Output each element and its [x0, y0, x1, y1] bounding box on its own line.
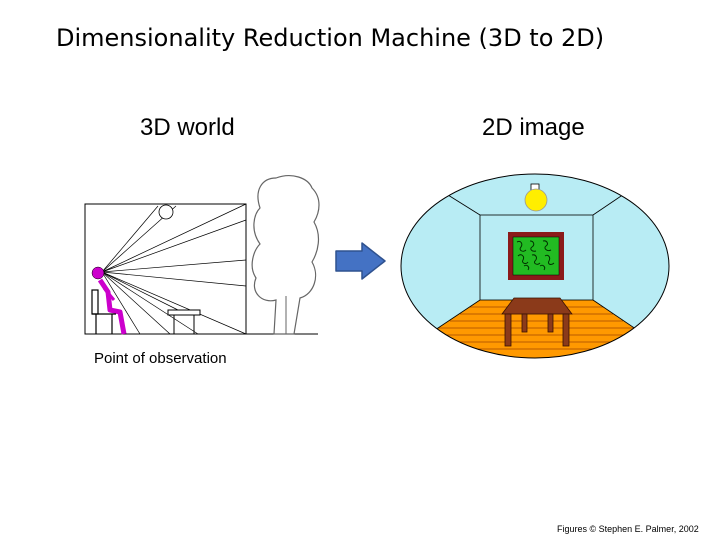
image-scene [400, 173, 670, 359]
sight-lines [101, 203, 247, 335]
observation-label: Point of observation [94, 350, 227, 367]
lamp-icon [524, 188, 548, 212]
transform-arrow [335, 242, 386, 280]
picture-pattern [516, 240, 555, 271]
observer-figure [91, 266, 127, 335]
slide-title: Dimensionality Reduction Machine (3D to … [56, 24, 605, 52]
world-lamp [158, 204, 174, 220]
image-table [501, 297, 573, 347]
label-2d-image: 2D image [482, 114, 585, 141]
tree-icon [251, 175, 320, 335]
figure-credit: Figures © Stephen E. Palmer, 2002 [557, 524, 699, 534]
world-table [167, 309, 201, 334]
observer-chair [91, 289, 116, 334]
world-scene [84, 175, 320, 335]
observer-head [91, 266, 105, 280]
label-3d-world: 3D world [140, 114, 235, 141]
